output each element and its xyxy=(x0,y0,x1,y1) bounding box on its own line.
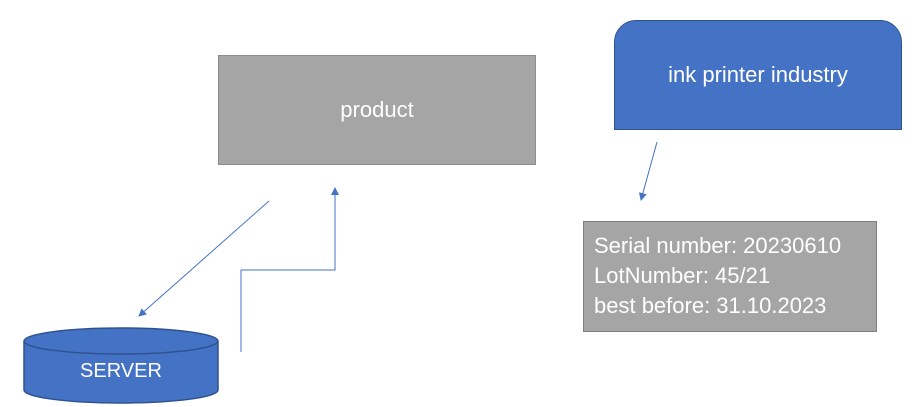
industry-node: ink printer industry xyxy=(614,20,902,130)
arrow-server-to-product xyxy=(240,187,339,352)
lot-number-text: LotNumber: 45/21 xyxy=(594,263,771,288)
arrow-industry-to-info xyxy=(639,141,658,201)
server-label: SERVER xyxy=(80,359,162,382)
industry-label: ink printer industry xyxy=(668,62,848,87)
arrow-product-to-server xyxy=(138,200,270,317)
product-node: product xyxy=(218,55,536,165)
product-label: product xyxy=(340,97,414,122)
product-info-node: Serial number: 20230610 LotNumber: 45/21… xyxy=(583,221,877,332)
server-cylinder xyxy=(23,327,219,404)
best-before-text: best before: 31.10.2023 xyxy=(594,293,827,318)
serial-number-text: Serial number: 20230610 xyxy=(594,233,842,258)
